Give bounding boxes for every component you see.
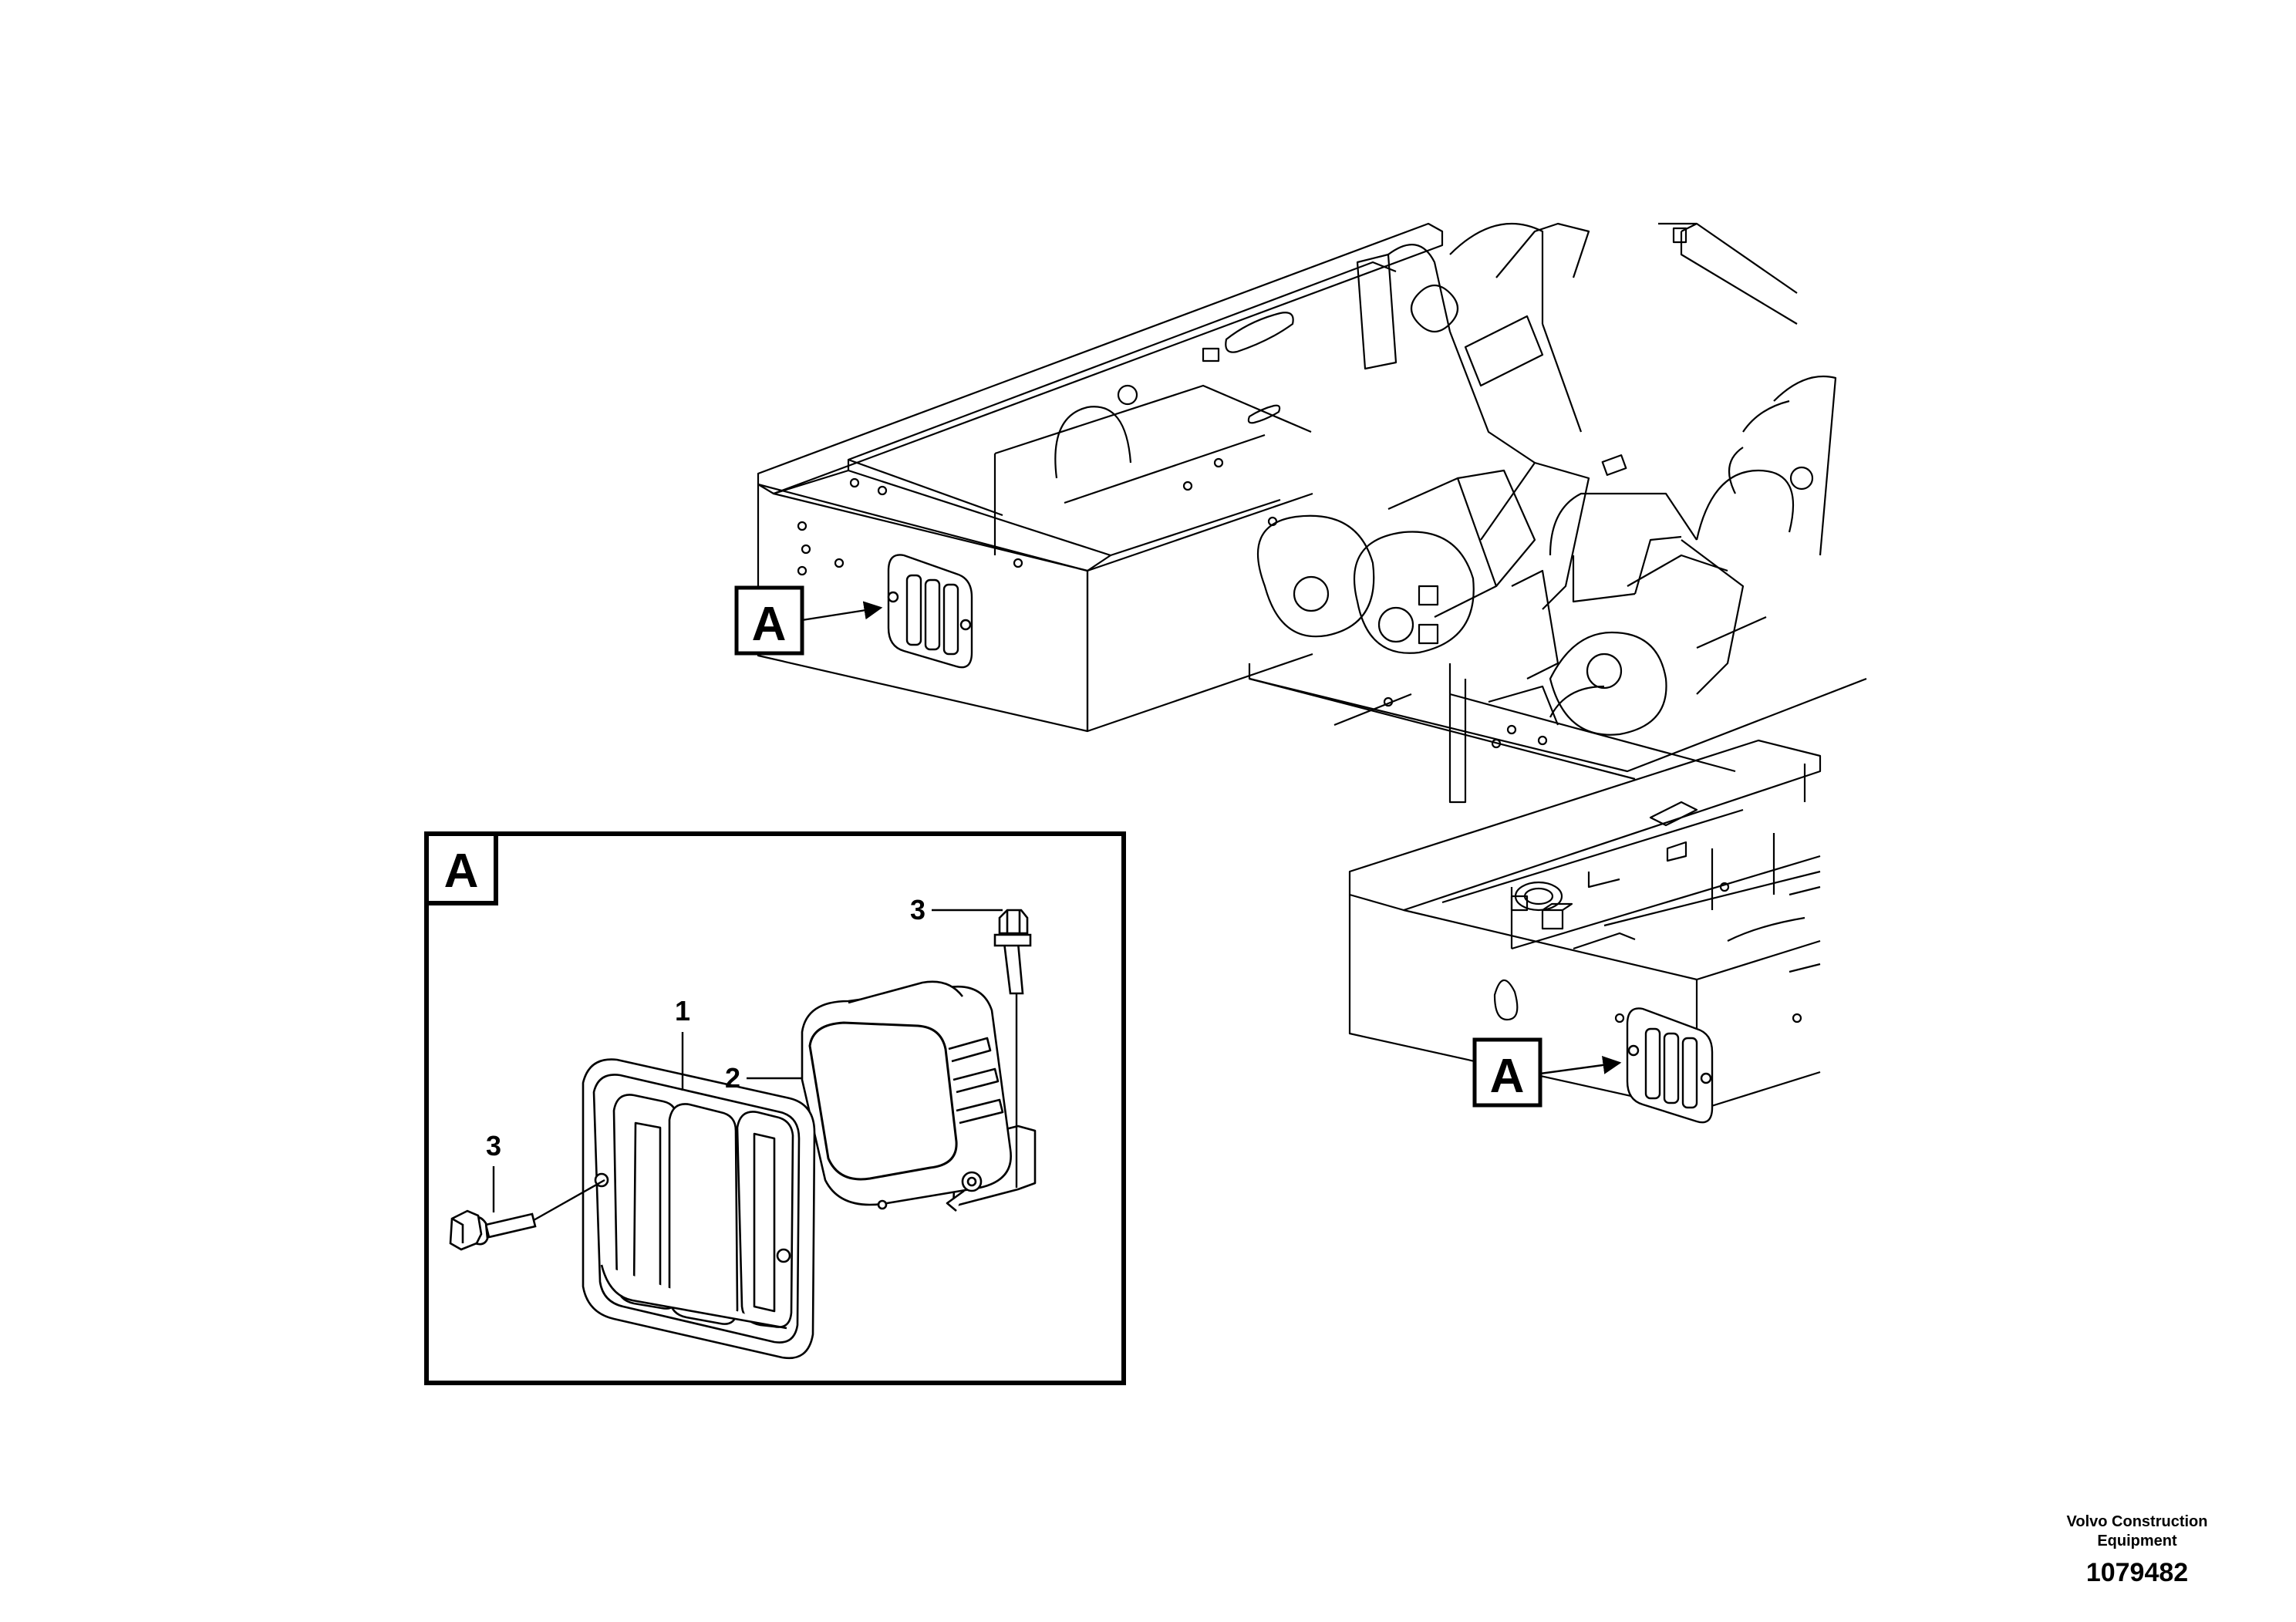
detail-view-tag-label: A bbox=[444, 845, 479, 898]
view-tag-upper-left-label: A bbox=[752, 598, 787, 651]
bolt-top bbox=[993, 909, 1032, 995]
view-tag-lower-right: A bbox=[1472, 1037, 1542, 1108]
lamp-guard-lower-right bbox=[1626, 1007, 1714, 1124]
view-tag-lower-right-label: A bbox=[1490, 1050, 1525, 1103]
callout-3-top: 3 bbox=[910, 894, 1003, 926]
leader-lower-right bbox=[1539, 1056, 1622, 1075]
callout-1: 1 bbox=[675, 995, 690, 1091]
bolt-left-axis bbox=[533, 1179, 605, 1222]
machine-frame bbox=[757, 222, 1867, 1112]
footer-drawing-number: 1079482 bbox=[2085, 1558, 2189, 1587]
lamp-guard bbox=[582, 1058, 816, 1360]
callout-2: 2 bbox=[725, 1062, 802, 1094]
footer-company-name: Volvo Construction Equipment bbox=[2066, 1513, 2208, 1549]
callout-3-top-label: 3 bbox=[910, 894, 925, 926]
callout-3-left: 3 bbox=[486, 1130, 501, 1212]
work-lamp bbox=[801, 980, 1037, 1212]
bolt-left bbox=[449, 1209, 537, 1251]
lamp-guard-upper-left bbox=[887, 554, 973, 669]
leader-upper-left bbox=[801, 601, 883, 622]
view-tag-upper-left: A bbox=[734, 585, 804, 656]
callout-2-label: 2 bbox=[725, 1062, 740, 1094]
callout-3-left-label: 3 bbox=[486, 1130, 501, 1162]
callout-1-label: 1 bbox=[675, 995, 690, 1027]
